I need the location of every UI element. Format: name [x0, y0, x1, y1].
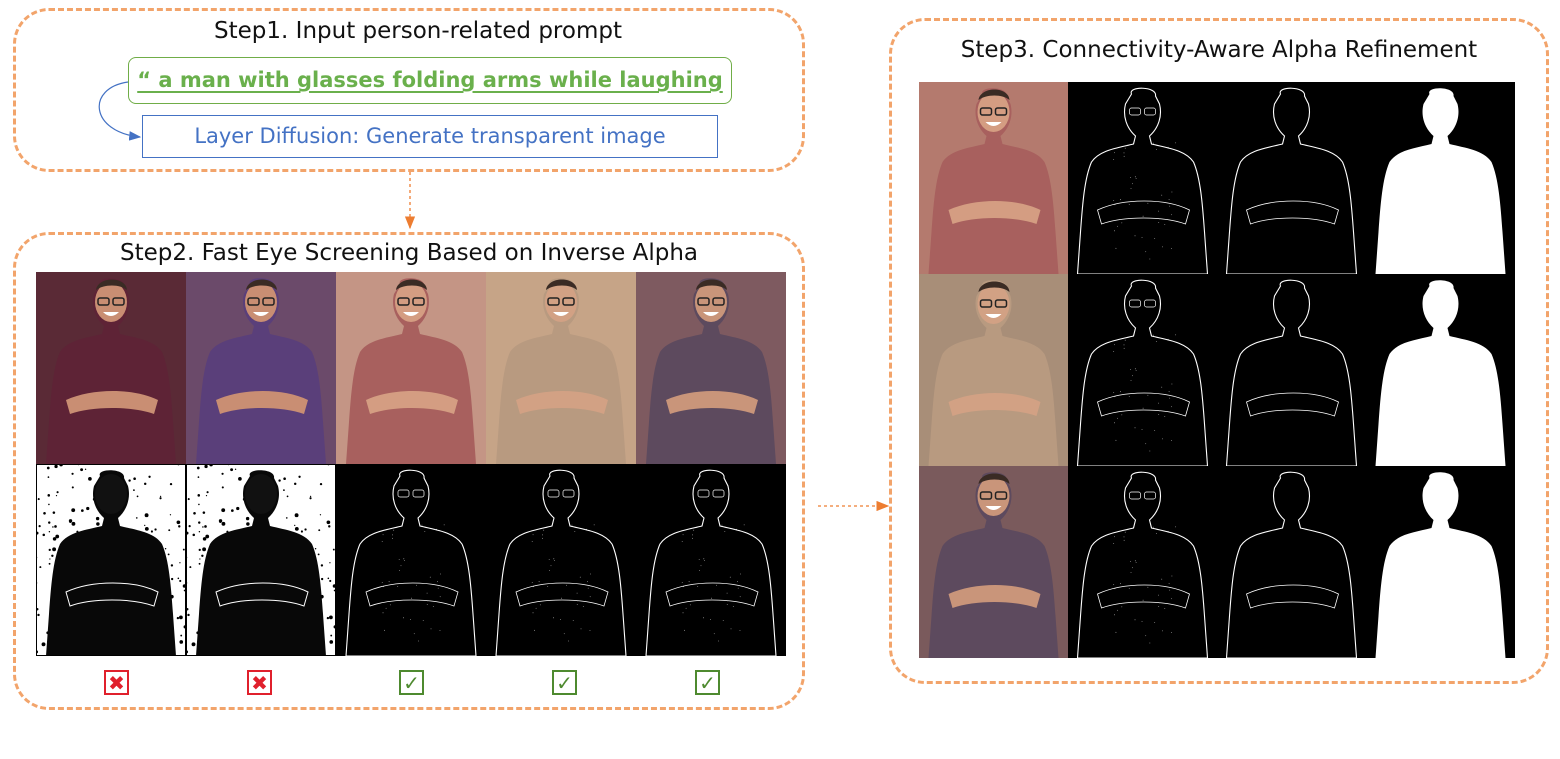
step3-edges-noisy-tile: [1068, 274, 1217, 466]
step2-photo-tile: [186, 272, 336, 464]
step3-photo-tile: [919, 274, 1068, 466]
step3-edges-clean-tile: [1217, 82, 1366, 274]
step2-photo-tile: [336, 272, 486, 464]
step3-edges-clean-tile: [1217, 466, 1366, 658]
step2-photo-tile: [636, 272, 786, 464]
step2-photo-tile: [36, 272, 186, 464]
fail-mark-icon: ✖: [104, 670, 129, 695]
step2-inverse-alpha-tile: [636, 464, 786, 656]
step2-inverse-alpha-tile: [336, 464, 486, 656]
step1-title: Step1. Input person-related prompt: [214, 18, 622, 44]
step2-inverse-alpha-tile: [186, 464, 336, 656]
pass-check-icon: ✓: [695, 670, 720, 695]
step3-edges-noisy-tile: [1068, 82, 1217, 274]
step3-title: Step3. Connectivity-Aware Alpha Refineme…: [960, 37, 1478, 63]
step3-edges-clean-tile: [1217, 274, 1366, 466]
step3-alpha-solid-tile: [1366, 466, 1515, 658]
step2-inverse-alpha-tile: [486, 464, 636, 656]
pass-check-icon: ✓: [552, 670, 577, 695]
fail-mark-icon: ✖: [247, 670, 272, 695]
prompt-to-diffusion-arrow: [98, 81, 142, 141]
step3-alpha-solid-tile: [1366, 82, 1515, 274]
step3-alpha-solid-tile: [1366, 274, 1515, 466]
layer-diffusion-box: Layer Diffusion: Generate transparent im…: [142, 115, 718, 158]
step3-edges-noisy-tile: [1068, 466, 1217, 658]
step3-panel: [889, 18, 1549, 684]
step1-panel: [13, 8, 805, 172]
step2-title: Step2. Fast Eye Screening Based on Inver…: [120, 240, 698, 266]
step3-photo-tile: [919, 82, 1068, 274]
step2-inverse-alpha-tile: [36, 464, 186, 656]
step3-photo-tile: [919, 466, 1068, 658]
step2-panel: [13, 232, 805, 710]
step2-photo-tile: [486, 272, 636, 464]
pass-check-icon: ✓: [399, 670, 424, 695]
